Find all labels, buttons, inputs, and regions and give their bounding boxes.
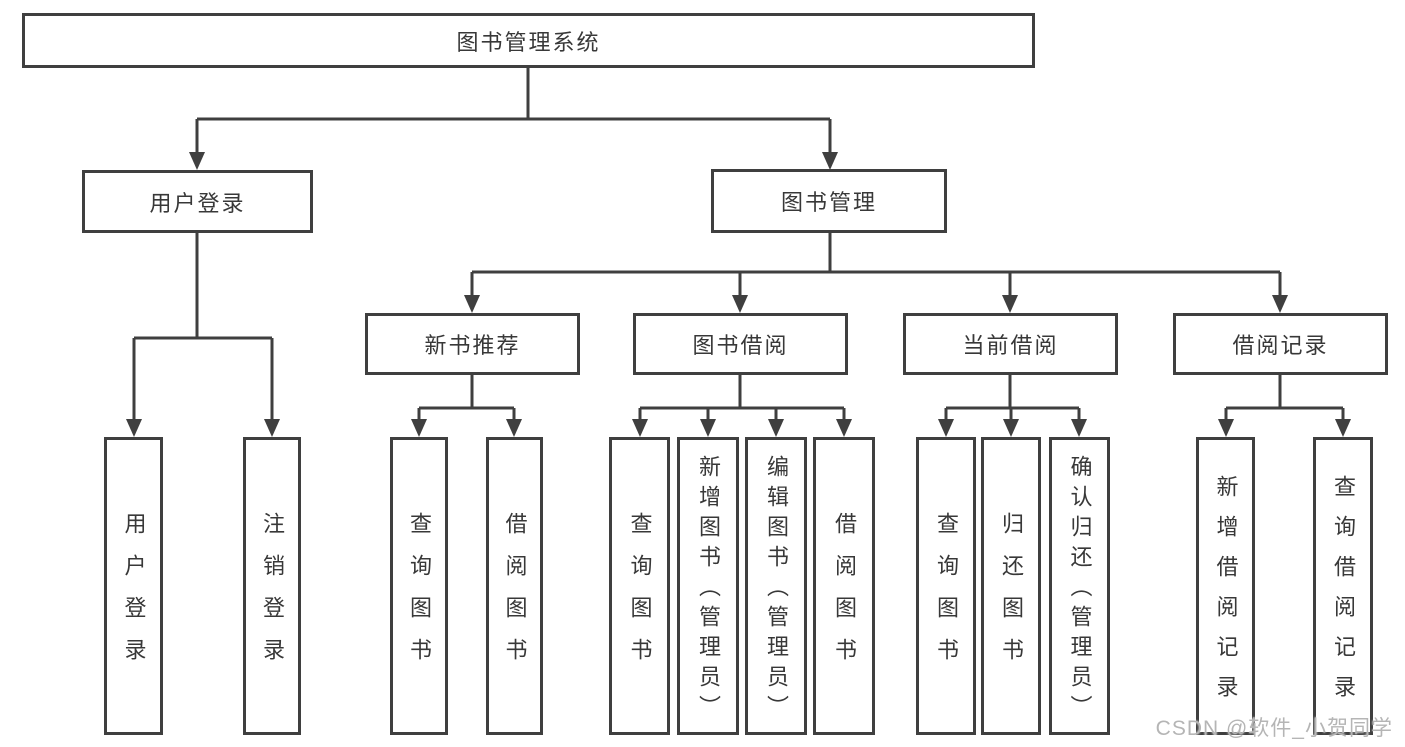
- node-current-borrow: 当前借阅: [903, 313, 1118, 375]
- leaf-label: 确认归还（管理员）: [1067, 455, 1093, 725]
- node-new-book-recommend: 新书推荐: [365, 313, 580, 375]
- leaf-label: 查询图书: [627, 512, 653, 680]
- leaf-borrow-books: 借阅图书: [813, 437, 875, 735]
- node-label: 借阅记录: [1232, 333, 1329, 358]
- node-label: 图书管理系统: [456, 29, 601, 55]
- leaf-label: 查询图书: [407, 512, 432, 680]
- node-library-management-system: 图书管理系统: [22, 13, 1035, 68]
- leaf-query-books-current: 查询图书: [916, 437, 976, 735]
- node-label: 图书借阅: [692, 333, 789, 358]
- leaf-label: 新增图书（管理员）: [696, 455, 721, 725]
- leaf-label: 新增借阅记录: [1213, 475, 1239, 715]
- leaf-label: 查询借阅记录: [1331, 475, 1356, 715]
- leaf-query-books-recommend: 查询图书: [390, 437, 448, 735]
- leaf-label: 注销登录: [260, 512, 285, 680]
- leaf-borrow-books-recommend: 借阅图书: [486, 437, 543, 735]
- leaf-query-borrow-record: 查询借阅记录: [1313, 437, 1373, 735]
- node-book-borrow: 图书借阅: [633, 313, 848, 375]
- node-label: 新书推荐: [424, 333, 521, 358]
- node-user-login: 用户登录: [82, 170, 313, 233]
- node-label: 图书管理: [780, 190, 877, 215]
- node-label: 用户登录: [149, 190, 246, 216]
- leaf-user-login: 用户登录: [104, 437, 163, 735]
- leaf-label: 编辑图书（管理员）: [764, 455, 789, 725]
- leaf-confirm-return-admin: 确认归还（管理员）: [1049, 437, 1110, 735]
- leaf-query-books-borrow: 查询图书: [609, 437, 670, 735]
- watermark: CSDN @软件_小贺同学: [1155, 717, 1393, 740]
- leaf-logout: 注销登录: [243, 437, 301, 735]
- leaf-label: 用户登录: [121, 512, 147, 680]
- leaf-add-borrow-record: 新增借阅记录: [1196, 437, 1255, 735]
- node-borrow-records: 借阅记录: [1173, 313, 1388, 375]
- leaf-edit-books-admin: 编辑图书（管理员）: [745, 437, 807, 735]
- node-label: 当前借阅: [962, 333, 1059, 358]
- leaf-label: 借阅图书: [502, 512, 528, 680]
- leaf-label: 归还图书: [999, 512, 1024, 680]
- leaf-label: 查询图书: [934, 512, 959, 680]
- node-book-management: 图书管理: [711, 169, 947, 233]
- leaf-label: 借阅图书: [832, 512, 857, 680]
- leaf-add-books-admin: 新增图书（管理员）: [677, 437, 739, 735]
- leaf-return-books: 归还图书: [981, 437, 1041, 735]
